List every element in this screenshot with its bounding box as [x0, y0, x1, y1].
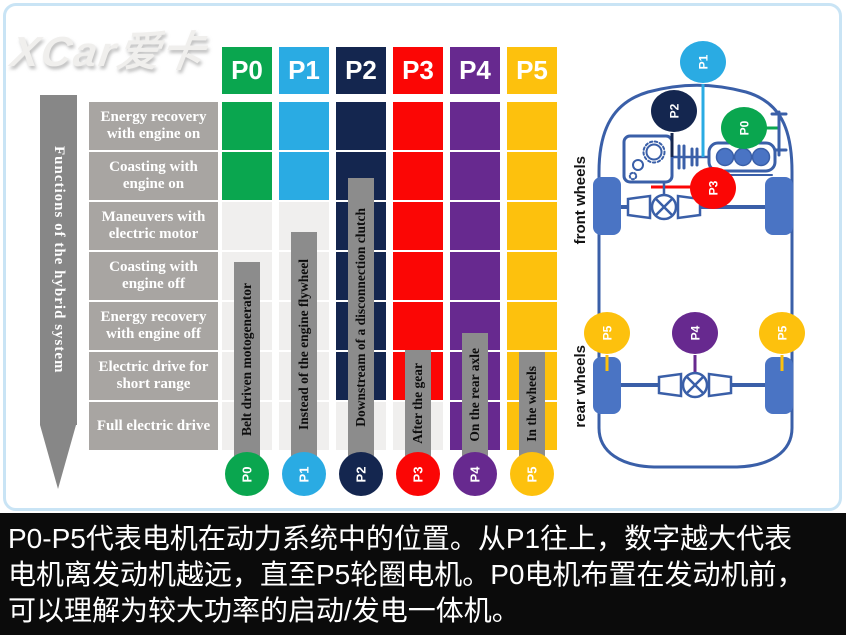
axis-arrow-head	[40, 425, 76, 489]
matrix-cell-p4-row1	[450, 102, 500, 150]
column-header-p5: P5	[507, 47, 557, 94]
column-circle-p5: P5	[510, 452, 554, 496]
caption-line-2: 电机离发动机越远，直至P5轮圈电机。P0电机布置在发动机前，	[8, 559, 805, 590]
car-badge-p0-text: P0	[737, 120, 751, 136]
matrix-cell-p5-row1	[507, 102, 557, 150]
matrix-cell-p5-row3	[507, 202, 557, 250]
car-badge-p3-text: P3	[706, 180, 720, 196]
column-circle-label-p1: P1	[296, 466, 312, 482]
matrix-cell-p0-row1	[222, 102, 272, 150]
column-header-p3: P3	[393, 47, 443, 94]
matrix-cell-p4-row3	[450, 202, 500, 250]
position-bar-label-p5: In the wheels	[524, 366, 539, 442]
axis-label: Functions of the hybrid system	[40, 98, 77, 422]
position-bar-p5: In the wheels	[519, 352, 545, 456]
xcar-watermark-logo: XCar爱卡	[8, 28, 209, 75]
clutch-icon	[677, 144, 699, 170]
position-bar-label-p1: Instead of the engine flywheel	[296, 258, 311, 430]
matrix-cell-p3-row5	[393, 302, 443, 350]
column-header-p2: P2	[336, 47, 386, 94]
matrix-cell-p2-row1	[336, 102, 386, 150]
matrix-cell-p0-row3	[222, 202, 272, 250]
gearbox-icon	[622, 134, 674, 184]
caption-bar: P0-P5代表电机在动力系统中的位置。从P1往上，数字越大代表 电机离发动机越远…	[0, 513, 846, 635]
front-right-wheel	[765, 177, 793, 235]
car-badge-p5-right-text: P5	[775, 325, 789, 341]
position-bar-label-p0: Belt driven motogenerator	[239, 282, 254, 436]
column-circle-label-p3: P3	[410, 466, 426, 482]
position-bar-p3: After the gear	[405, 350, 431, 456]
matrix-cell-p3-row4	[393, 252, 443, 300]
column-header-p4: P4	[450, 47, 500, 94]
matrix-cell-p5-row4	[507, 252, 557, 300]
front-left-wheel	[593, 177, 621, 235]
rear-wheels-text: rear wheels	[571, 344, 589, 428]
car-badge-p4-text: P4	[688, 325, 702, 341]
position-bar-p2: Downstream of a disconnection clutch	[348, 178, 374, 456]
car-badge-p2: P2	[651, 90, 697, 132]
rear-left-wheel	[593, 357, 621, 414]
car-badge-p5-left-text: P5	[600, 325, 614, 341]
matrix-cell-p5-row2	[507, 152, 557, 200]
matrix-cell-p4-row4	[450, 252, 500, 300]
matrix-cell-p4-row2	[450, 152, 500, 200]
column-circle-label-p0: P0	[239, 466, 255, 482]
column-circle-p3: P3	[396, 452, 440, 496]
rear-wheels-label: rear wheels	[568, 336, 592, 436]
column-circle-p2: P2	[339, 452, 383, 496]
column-circle-label-p4: P4	[467, 466, 483, 482]
front-wheels-label: front wheels	[568, 150, 592, 250]
front-differential-icon	[626, 193, 702, 221]
position-bar-label-p4: On the rear axle	[467, 347, 482, 442]
rear-differential-icon	[657, 371, 733, 399]
matrix-cell-p3-row2	[393, 152, 443, 200]
car-badge-p5-right: P5	[759, 312, 805, 354]
matrix-cell-p0-row2	[222, 152, 272, 200]
car-badge-p0: P0	[721, 107, 767, 149]
car-badge-p5-left: P5	[584, 312, 630, 354]
position-bar-p4: On the rear axle	[462, 333, 488, 456]
axis-label-text: Functions of the hybrid system	[51, 146, 67, 374]
row-label-7: Full electric drive	[89, 402, 218, 450]
column-circle-p1: P1	[282, 452, 326, 496]
row-label-6: Electric drive for short range	[89, 352, 218, 400]
car-badge-p1-text: P1	[696, 54, 710, 70]
column-header-p1: P1	[279, 47, 329, 94]
matrix-cell-p3-row1	[393, 102, 443, 150]
position-bar-label-p3: After the gear	[410, 362, 425, 444]
matrix-cell-p1-row2	[279, 152, 329, 200]
engine-icon	[707, 141, 777, 176]
row-label-2: Coasting with engine on	[89, 152, 218, 200]
front-wheels-text: front wheels	[571, 155, 589, 245]
row-label-5: Energy recovery with engine off	[89, 302, 218, 350]
car-schematic	[593, 83, 794, 469]
car-badge-p4: P4	[672, 312, 718, 354]
column-circle-label-p5: P5	[524, 466, 540, 482]
position-bar-label-p2: Downstream of a disconnection clutch	[353, 207, 368, 427]
row-label-1: Energy recovery with engine on	[89, 102, 218, 150]
position-bar-p0: Belt driven motogenerator	[234, 262, 260, 456]
matrix-cell-p1-row1	[279, 102, 329, 150]
car-badge-p3: P3	[690, 167, 736, 209]
position-bar-p1: Instead of the engine flywheel	[291, 232, 317, 456]
column-circle-label-p2: P2	[353, 466, 369, 482]
car-badge-p1: P1	[680, 41, 726, 83]
column-circle-p4: P4	[453, 452, 497, 496]
caption-line-1: P0-P5代表电机在动力系统中的位置。从P1往上，数字越大代表	[8, 523, 793, 554]
rear-right-wheel	[765, 357, 793, 414]
column-circle-p0: P0	[225, 452, 269, 496]
car-badge-p2-text: P2	[667, 103, 681, 119]
row-label-3: Maneuvers with electric motor	[89, 202, 218, 250]
matrix-cell-p5-row5	[507, 302, 557, 350]
column-header-p0: P0	[222, 47, 272, 94]
axis-arrow-shaft	[40, 95, 77, 425]
row-label-4: Coasting with engine off	[89, 252, 218, 300]
caption-line-3: 可以理解为较大功率的启动/发电一体机。	[8, 595, 520, 626]
matrix-cell-p3-row3	[393, 202, 443, 250]
